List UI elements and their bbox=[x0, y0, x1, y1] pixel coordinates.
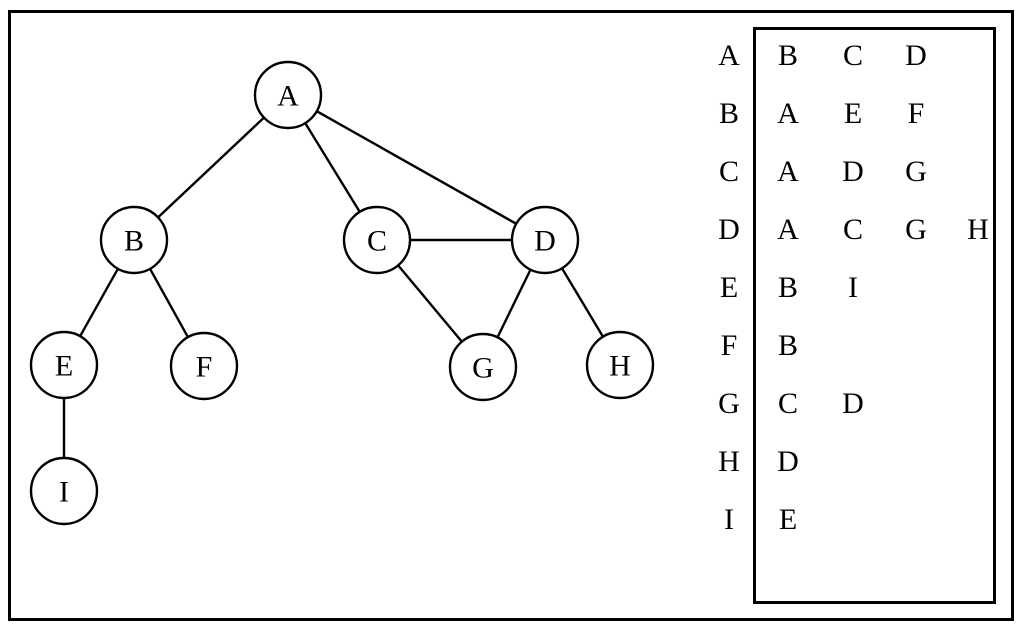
node-label-g: G bbox=[472, 352, 494, 385]
adjacency-neighbor-c-a: A bbox=[777, 155, 799, 188]
node-circle-f[interactable] bbox=[169, 331, 239, 401]
node-label-d: D bbox=[534, 225, 556, 258]
graph-edge-b-f bbox=[148, 268, 190, 338]
node-circle-e[interactable] bbox=[29, 330, 99, 400]
graph-node-i[interactable]: I bbox=[29, 456, 99, 526]
adjacency-row-key-g: G bbox=[718, 387, 740, 420]
adjacency-neighbor-d-g: G bbox=[905, 213, 927, 246]
adjacency-row-key-i: I bbox=[724, 503, 734, 536]
node-label-c: C bbox=[367, 225, 387, 258]
graph-node-b[interactable]: B bbox=[99, 205, 169, 275]
adjacency-neighbor-f-b: B bbox=[777, 329, 798, 362]
adjacency-neighbor-a-d: D bbox=[905, 39, 927, 72]
node-circle-b[interactable] bbox=[99, 205, 169, 275]
node-circle-h[interactable] bbox=[585, 330, 655, 400]
adjacency-neighbor-a-b: B bbox=[777, 39, 798, 72]
adjacency-neighbor-e-i: I bbox=[848, 271, 858, 304]
adjacency-row-key-c: C bbox=[718, 155, 739, 188]
adjacency-neighbor-g-d: D bbox=[842, 387, 864, 420]
node-label-e: E bbox=[55, 350, 73, 383]
node-circle-d[interactable] bbox=[510, 205, 580, 275]
adjacency-neighbor-d-h: H bbox=[967, 213, 989, 246]
graph-node-c[interactable]: C bbox=[342, 205, 412, 275]
adjacency-neighbor-e-b: B bbox=[777, 271, 798, 304]
graph-node-h[interactable]: H bbox=[585, 330, 655, 400]
adjacency-neighbor-b-a: A bbox=[777, 97, 799, 130]
node-circle-g[interactable] bbox=[448, 332, 518, 402]
node-circle-i[interactable] bbox=[29, 456, 99, 526]
adjacency-row-key-d: D bbox=[718, 213, 740, 246]
graph-node-g[interactable]: G bbox=[448, 332, 518, 402]
adjacency-row-key-h: H bbox=[718, 445, 740, 478]
graph-node-a[interactable]: A bbox=[253, 60, 323, 130]
node-label-b: B bbox=[124, 225, 144, 258]
graph-edges bbox=[62, 110, 605, 458]
node-circle-a[interactable] bbox=[253, 60, 323, 130]
adjacency-row: A B C D bbox=[700, 27, 1000, 85]
adjacency-neighbor-h-d: D bbox=[777, 445, 799, 478]
adjacency-neighbor-i-e: E bbox=[778, 503, 798, 536]
node-circle-c[interactable] bbox=[342, 205, 412, 275]
graph-edge-d-h bbox=[560, 267, 605, 338]
node-label-a: A bbox=[277, 80, 299, 113]
adjacency-neighbor-g-c: C bbox=[777, 387, 798, 420]
adjacency-neighbor-a-c: C bbox=[842, 39, 863, 72]
graph-edge-c-g bbox=[397, 264, 463, 343]
graph-edge-b-e bbox=[79, 268, 119, 337]
adjacency-row-key-a: A bbox=[718, 39, 740, 72]
adjacency-row-key-f: F bbox=[720, 329, 738, 362]
adjacency-neighbor-d-c: C bbox=[842, 213, 863, 246]
node-label-h: H bbox=[609, 350, 631, 383]
node-label-i: I bbox=[59, 476, 69, 509]
adjacency-row-key-b: B bbox=[718, 97, 739, 130]
adjacency-neighbor-d-a: A bbox=[777, 213, 799, 246]
graph-nodes: A B C D E F G H I bbox=[29, 60, 655, 526]
adjacency-row-key-e: E bbox=[719, 271, 739, 304]
graph-edge-a-b bbox=[157, 116, 265, 219]
graph-edge-d-g bbox=[496, 269, 532, 338]
adjacency-neighbor-c-g: G bbox=[905, 155, 927, 188]
adjacency-neighbor-b-e: E bbox=[843, 97, 863, 130]
graph-node-e[interactable]: E bbox=[29, 330, 99, 400]
graph-edge-a-c bbox=[304, 122, 361, 213]
adjacency-list-box-border bbox=[753, 27, 996, 604]
adjacency-neighbor-c-d: D bbox=[842, 155, 864, 188]
graph-node-d[interactable]: D bbox=[510, 205, 580, 275]
adjacency-neighbor-b-f: F bbox=[907, 97, 925, 130]
graph-edge-a-d bbox=[316, 110, 517, 225]
graph-node-f[interactable]: F bbox=[169, 331, 239, 401]
node-label-f: F bbox=[196, 351, 213, 384]
